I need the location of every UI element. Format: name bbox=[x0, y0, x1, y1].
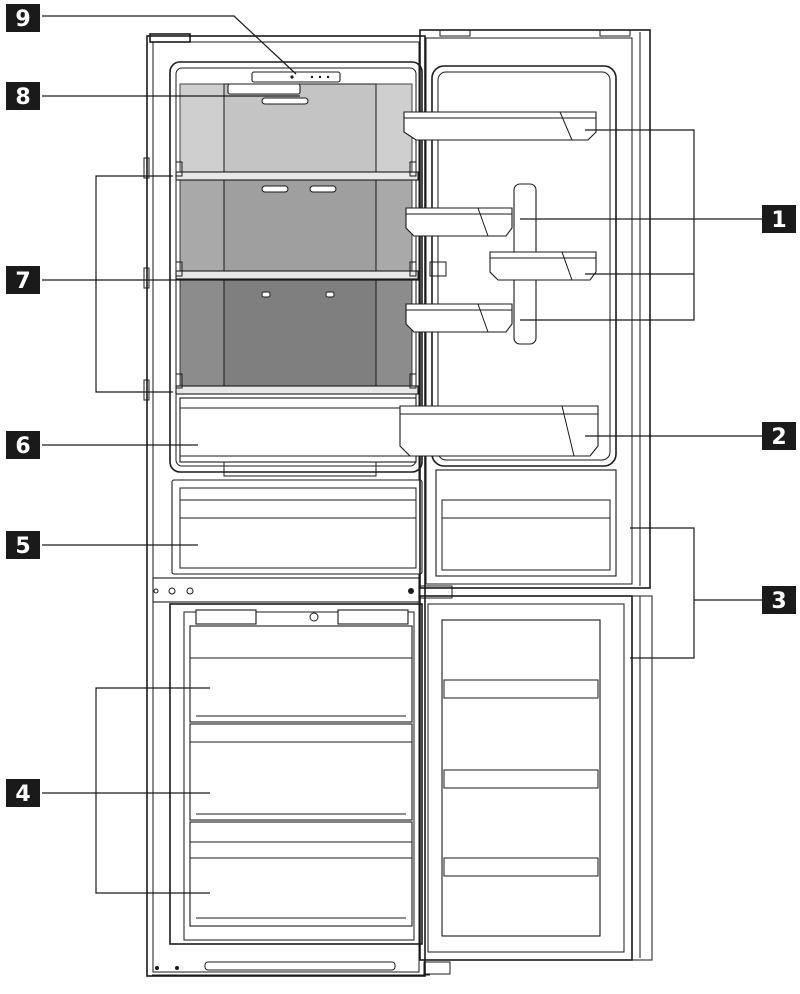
freezer-drawer bbox=[189, 625, 413, 723]
control-panel bbox=[251, 71, 341, 83]
fridge-door bbox=[399, 29, 651, 589]
freezer-door bbox=[419, 585, 653, 975]
compartment-divider bbox=[152, 577, 420, 603]
callout-8: 8 bbox=[6, 82, 40, 110]
callout-label: 5 bbox=[15, 534, 30, 559]
callout-label: 3 bbox=[771, 589, 786, 614]
callout-5: 5 bbox=[6, 531, 40, 559]
callout-1: 1 bbox=[762, 205, 796, 233]
door-balcony bbox=[405, 207, 513, 237]
fridge-compartment bbox=[169, 61, 423, 575]
door-balcony bbox=[405, 303, 513, 333]
callout-label: 2 bbox=[771, 425, 786, 450]
freezer-drawer bbox=[189, 821, 413, 927]
callout-label: 9 bbox=[15, 7, 30, 32]
door-balcony bbox=[403, 111, 597, 141]
cabinet-body bbox=[143, 33, 430, 977]
door-balcony bbox=[489, 251, 597, 281]
freezer-drawer bbox=[189, 723, 413, 821]
callout-3: 3 bbox=[762, 586, 796, 614]
leader-lines bbox=[42, 15, 762, 894]
glass-shelf bbox=[175, 270, 419, 280]
glass-shelf bbox=[175, 171, 419, 181]
callout-label: 7 bbox=[15, 269, 30, 294]
callout-label: 4 bbox=[15, 782, 30, 807]
callout-6: 6 bbox=[6, 431, 40, 459]
callout-2: 2 bbox=[762, 422, 796, 450]
air-vent bbox=[261, 97, 309, 105]
interior-light bbox=[227, 83, 301, 95]
callout-9: 9 bbox=[6, 4, 40, 32]
crisper-drawer bbox=[171, 479, 423, 575]
callout-label: 8 bbox=[15, 85, 30, 110]
callout-label: 6 bbox=[15, 434, 30, 459]
callout-7: 7 bbox=[6, 266, 40, 294]
callout-label: 1 bbox=[771, 208, 786, 233]
glass-shelf bbox=[175, 385, 419, 395]
callout-4: 4 bbox=[6, 779, 40, 807]
freezer-compartment bbox=[169, 603, 423, 945]
bottom-grille bbox=[204, 961, 396, 971]
bottle-balcony bbox=[399, 405, 599, 457]
